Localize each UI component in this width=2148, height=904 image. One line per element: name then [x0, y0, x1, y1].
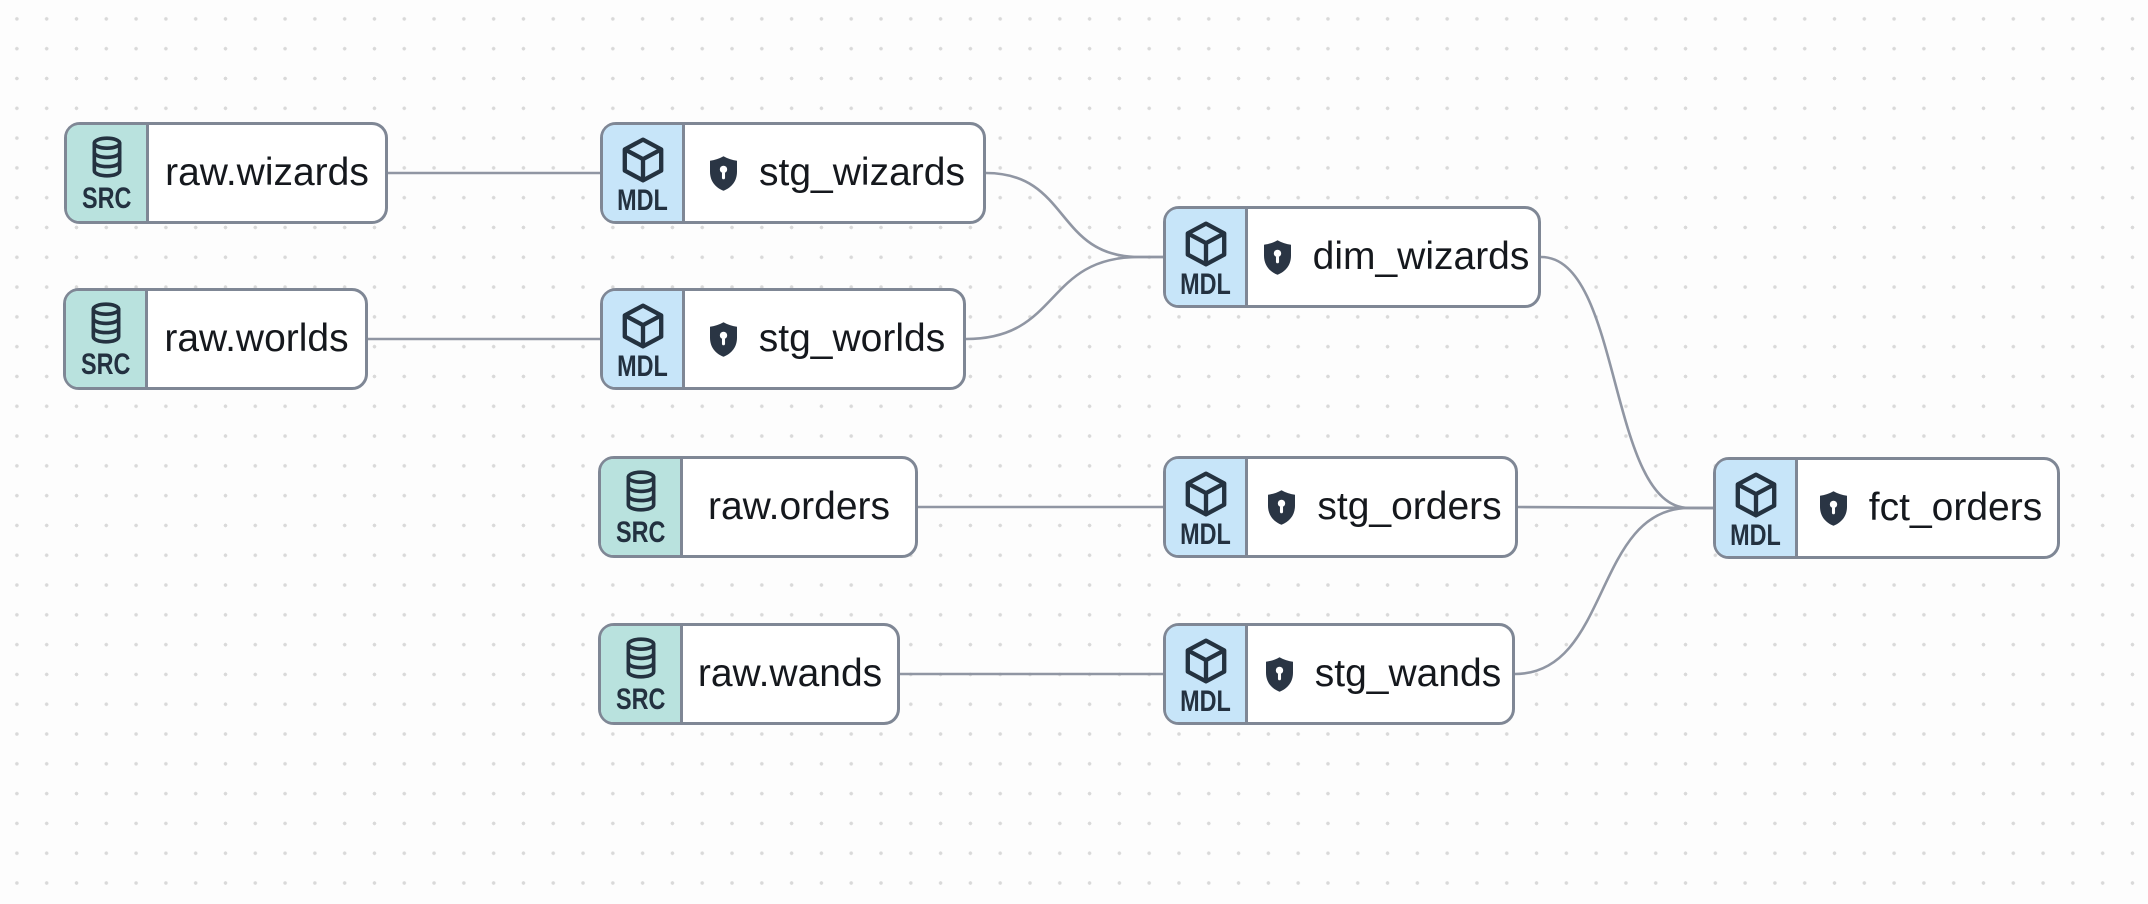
- node-type-label: MDL: [1730, 519, 1781, 552]
- node-label: stg_orders: [1317, 485, 1502, 528]
- node-body: fct_orders: [1798, 460, 2057, 556]
- node-type-icon-slot: [1180, 635, 1232, 687]
- node-type-tile: SRC: [66, 291, 148, 387]
- shield-lock-icon: [1259, 654, 1300, 695]
- node-body: stg_wands: [1248, 626, 1512, 722]
- node-body: raw.worlds: [148, 291, 365, 387]
- node-type-icon-slot: [618, 468, 664, 514]
- node-label: stg_wizards: [759, 151, 965, 194]
- database-icon: [92, 136, 121, 178]
- node-body: raw.wizards: [149, 125, 385, 221]
- shield-lock-icon: [1261, 487, 1302, 528]
- node-raw_worlds[interactable]: SRC raw.worlds: [63, 288, 368, 390]
- shield-lock-icon: [1813, 488, 1854, 529]
- node-stg_orders[interactable]: MDL stg_orders: [1163, 456, 1518, 558]
- node-body: raw.wands: [683, 626, 897, 722]
- database-icon: [626, 637, 655, 679]
- node-type-label: MDL: [1180, 518, 1231, 551]
- node-label: stg_worlds: [758, 317, 946, 360]
- node-label: stg_wands: [1314, 652, 1502, 695]
- node-body: dim_wizards: [1248, 209, 1538, 305]
- node-label: dim_wizards: [1312, 235, 1530, 278]
- node-raw_orders[interactable]: SRC raw.orders: [598, 456, 918, 558]
- node-label: raw.orders: [707, 485, 891, 528]
- node-type-icon-slot: [1180, 218, 1232, 270]
- node-type-icon-slot: [617, 134, 669, 186]
- node-label: raw.worlds: [164, 317, 349, 360]
- node-type-tile: MDL: [1166, 459, 1248, 555]
- node-body: raw.orders: [683, 459, 915, 555]
- cube-icon: [622, 137, 663, 183]
- node-label: fct_orders: [1868, 486, 2043, 529]
- node-type-tile: SRC: [601, 459, 683, 555]
- edge-dim_wizards-to-fct_orders: [1539, 255, 1715, 510]
- database-icon: [626, 470, 655, 512]
- node-stg_worlds[interactable]: MDL stg_worlds: [600, 288, 966, 390]
- node-type-icon-slot: [84, 134, 130, 180]
- shield-lock-icon: [1257, 237, 1298, 278]
- node-stg_wizards[interactable]: MDL stg_wizards: [600, 122, 986, 224]
- node-type-icon-slot: [1180, 468, 1232, 520]
- node-type-tile: MDL: [603, 291, 685, 387]
- cube-icon: [1185, 221, 1226, 267]
- node-label: raw.wands: [697, 652, 883, 695]
- cube-icon: [1735, 472, 1776, 518]
- edge-stg_wizards-to-dim_wizards: [984, 171, 1165, 259]
- node-fct_orders[interactable]: MDL fct_orders: [1713, 457, 2060, 559]
- node-dim_wizards[interactable]: MDL dim_wizards: [1163, 206, 1541, 308]
- node-type-label: MDL: [617, 350, 668, 383]
- node-raw_wands[interactable]: SRC raw.wands: [598, 623, 900, 725]
- node-label: raw.wizards: [165, 151, 369, 194]
- node-type-label: SRC: [615, 683, 666, 716]
- node-body: stg_wizards: [685, 125, 983, 221]
- node-type-label: MDL: [617, 184, 668, 217]
- database-icon: [91, 302, 120, 344]
- node-body: stg_worlds: [685, 291, 963, 387]
- node-type-icon-slot: [618, 635, 664, 681]
- node-type-tile: MDL: [1166, 209, 1248, 305]
- edge-stg_worlds-to-dim_wizards: [964, 255, 1165, 341]
- node-type-icon-slot: [83, 300, 129, 346]
- node-type-tile: MDL: [603, 125, 685, 221]
- node-type-icon-slot: [617, 300, 669, 352]
- shield-lock-icon: [703, 153, 744, 194]
- node-type-tile: MDL: [1166, 626, 1248, 722]
- node-type-label: MDL: [1180, 685, 1231, 718]
- node-type-label: MDL: [1180, 268, 1231, 301]
- node-type-tile: SRC: [67, 125, 149, 221]
- node-stg_wands[interactable]: MDL stg_wands: [1163, 623, 1515, 725]
- shield-lock-icon: [703, 319, 744, 360]
- edge-stg_wands-to-fct_orders: [1513, 506, 1715, 676]
- node-type-label: SRC: [81, 182, 132, 215]
- node-raw_wizards[interactable]: SRC raw.wizards: [64, 122, 388, 224]
- node-type-label: SRC: [615, 516, 666, 549]
- node-type-label: SRC: [80, 348, 131, 381]
- node-type-tile: MDL: [1716, 460, 1798, 556]
- node-type-tile: SRC: [601, 626, 683, 722]
- cube-icon: [1185, 471, 1226, 517]
- cube-icon: [622, 303, 663, 349]
- node-type-icon-slot: [1730, 469, 1782, 521]
- cube-icon: [1185, 638, 1226, 684]
- node-body: stg_orders: [1248, 459, 1515, 555]
